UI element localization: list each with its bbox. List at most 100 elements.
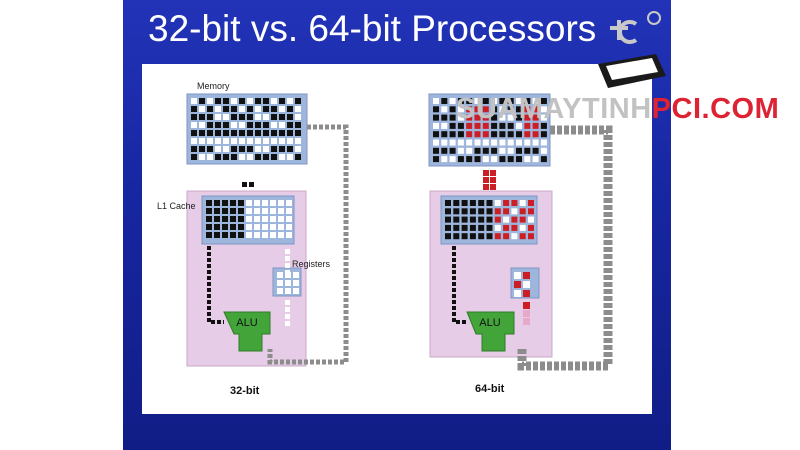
- cell: [457, 98, 464, 104]
- cell: [516, 106, 522, 113]
- cell: [507, 122, 514, 129]
- cell: [247, 122, 253, 128]
- alu-64: [466, 311, 515, 352]
- cell: [482, 122, 489, 129]
- cell: [279, 122, 285, 128]
- cell: [285, 300, 290, 305]
- cell: [239, 154, 245, 160]
- cell: [263, 114, 269, 120]
- cell: [255, 122, 261, 128]
- cell: [433, 139, 439, 146]
- cell: [516, 98, 522, 104]
- cell: [239, 146, 245, 152]
- cell: [482, 139, 489, 146]
- cell: [469, 216, 476, 223]
- cell: [215, 154, 221, 160]
- cell: [490, 170, 496, 176]
- cell: [199, 130, 205, 136]
- cell: [246, 232, 252, 238]
- cell: [222, 200, 228, 206]
- cell: [503, 233, 510, 240]
- cell: [255, 106, 261, 112]
- cell: [295, 154, 301, 160]
- cell: [271, 138, 277, 144]
- cell: [238, 200, 244, 206]
- cell: [507, 131, 514, 138]
- cell: [486, 208, 493, 215]
- cell: [483, 184, 489, 190]
- cell: [285, 321, 290, 326]
- cell: [222, 224, 228, 230]
- caption-32bit: 32-bit: [230, 385, 260, 397]
- cell: [478, 216, 485, 223]
- cell: [466, 114, 473, 121]
- cell: [449, 98, 456, 104]
- cell: [445, 208, 451, 215]
- cell: [491, 139, 498, 146]
- cell: [293, 288, 299, 294]
- cell: [523, 290, 530, 297]
- cell: [295, 130, 301, 136]
- cell: [191, 106, 197, 112]
- cell: [528, 208, 534, 215]
- register-cells-32: [277, 272, 299, 294]
- cell: [433, 131, 439, 138]
- cell: [491, 106, 498, 113]
- cell: [523, 281, 530, 288]
- cell: [441, 122, 448, 129]
- cell: [277, 280, 283, 286]
- cell: [514, 272, 521, 279]
- cell: [494, 208, 501, 215]
- watermark-red: PCI.COM: [651, 93, 780, 125]
- cell: [483, 177, 489, 183]
- cell: [499, 98, 506, 104]
- cell: [532, 114, 539, 121]
- cell: [540, 131, 547, 138]
- cell: [478, 224, 485, 231]
- cell: [445, 224, 451, 231]
- cell: [519, 216, 526, 223]
- cell: [461, 216, 468, 223]
- cache-path-64: [452, 246, 467, 324]
- cell: [287, 106, 293, 112]
- cell: [482, 114, 489, 121]
- cell: [287, 138, 293, 144]
- cell: [433, 122, 439, 129]
- laptop-logo-icon: [598, 11, 666, 88]
- cell: [499, 106, 506, 113]
- cell: [247, 98, 253, 104]
- cell: [247, 138, 253, 144]
- cell: [255, 130, 261, 136]
- cell: [191, 146, 197, 152]
- cell: [494, 224, 501, 231]
- cell: [277, 272, 283, 278]
- alu-label-32: ALU: [236, 317, 257, 329]
- cell: [239, 106, 245, 112]
- cell: [230, 208, 236, 214]
- cell: [215, 122, 221, 128]
- alu-32: [223, 311, 271, 352]
- cell: [295, 122, 301, 128]
- watermark-gray: SUAMAYTINH: [456, 93, 652, 125]
- cell: [507, 156, 514, 163]
- memory-label: Memory: [197, 81, 230, 91]
- cell: [523, 310, 530, 317]
- cell: [494, 233, 501, 240]
- cell: [199, 138, 205, 144]
- processor-diagram: ALU Memory L1 Cache Registers 32-bit ALU…: [157, 81, 613, 397]
- cell: [270, 208, 276, 214]
- cell: [449, 147, 456, 154]
- memory-cells-64: [433, 98, 547, 163]
- cell: [247, 130, 253, 136]
- cell: [524, 147, 531, 154]
- cell: [287, 98, 293, 104]
- cell: [247, 114, 253, 120]
- cell: [540, 106, 547, 113]
- cell: [214, 224, 220, 230]
- cell: [457, 114, 464, 121]
- cell: [271, 106, 277, 112]
- cell: [511, 224, 518, 231]
- cell: [255, 154, 261, 160]
- cell: [231, 138, 237, 144]
- cell: [223, 154, 229, 160]
